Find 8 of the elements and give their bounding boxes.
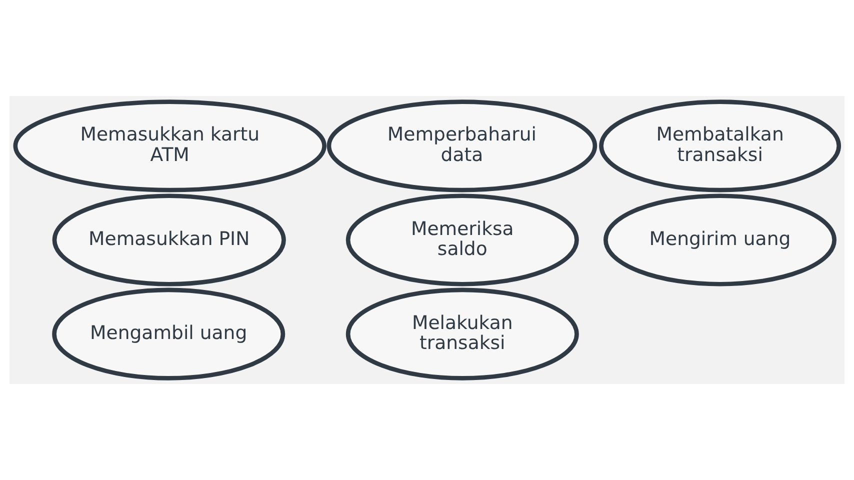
- node-ellipse: Memasukkan kartu ATM: [13, 100, 326, 192]
- node-ellipse: Memasukkan PIN: [52, 194, 286, 286]
- node-ellipse: Melakukan transaksi: [346, 288, 579, 380]
- node-ellipse: Memeriksa saldo: [346, 194, 579, 286]
- node-ellipse: Membatalkan transaksi: [599, 100, 842, 192]
- node-ellipse: Mengirim uang: [604, 194, 836, 286]
- node-ellipse: Mengambil uang: [52, 288, 286, 380]
- node-ellipse: Memperbaharui data: [326, 100, 598, 192]
